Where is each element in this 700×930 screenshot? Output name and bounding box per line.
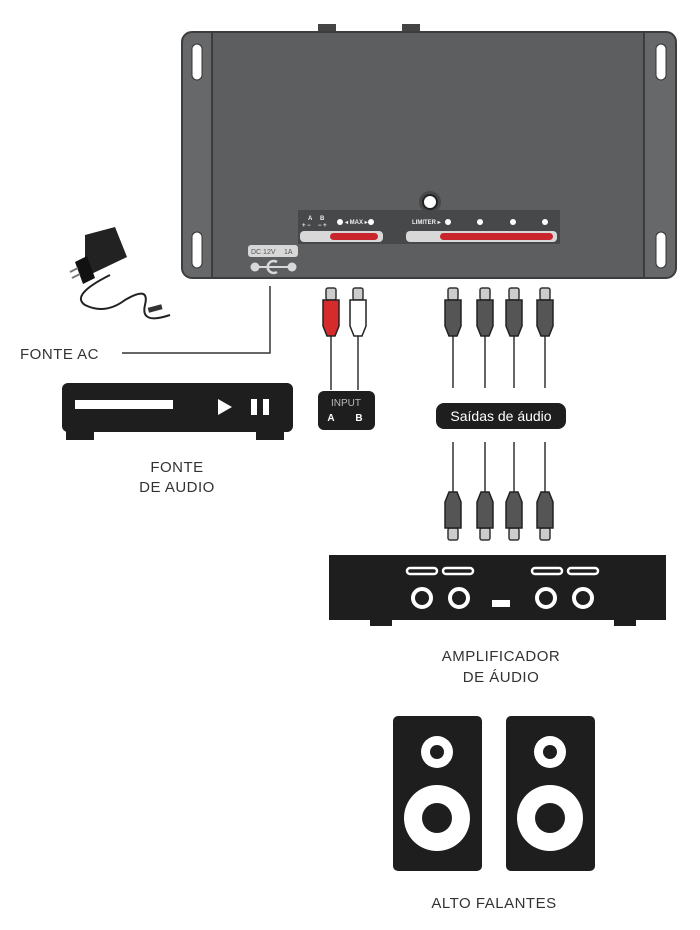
limiter-label: LIMITER ▸ xyxy=(412,220,442,226)
amplifier-icon xyxy=(329,555,666,626)
audio-source-player-icon xyxy=(62,383,293,440)
led xyxy=(368,219,374,225)
top-knob xyxy=(318,24,336,34)
rca-plug-red xyxy=(322,287,340,337)
input-b-tag: B xyxy=(355,413,362,424)
speaker-left-icon xyxy=(393,716,482,871)
mount-slot xyxy=(191,231,203,269)
top-knob xyxy=(402,24,420,34)
input-title: INPUT xyxy=(331,398,361,409)
led xyxy=(510,219,516,225)
jack-socket-hole xyxy=(422,194,438,210)
led xyxy=(477,219,483,225)
dc-label-box xyxy=(248,245,298,257)
amplifier-label-line2: DE ÁUDIO xyxy=(463,669,540,686)
polarity-b: − + xyxy=(318,223,327,229)
speaker-right-icon xyxy=(506,716,595,871)
max-label: ◂ MAX ▸ xyxy=(344,220,369,226)
mount-slot xyxy=(655,43,667,81)
input-label-box xyxy=(318,391,375,430)
power-adapter-icon xyxy=(69,227,171,320)
dc-connector-icon xyxy=(250,259,297,275)
input-a-tag: A xyxy=(327,413,334,424)
amplifier-label-line1: AMPLIFICADOR xyxy=(442,648,561,665)
led xyxy=(542,219,548,225)
play-icon xyxy=(218,399,232,415)
limiter-level-bar xyxy=(440,233,553,240)
audio-source-label-line2: DE AUDIO xyxy=(139,479,215,496)
input-b-label: B xyxy=(320,216,325,222)
input-a-label: A xyxy=(308,216,313,222)
audio-output-cables xyxy=(444,287,554,541)
dc-label: DC 12V xyxy=(251,249,276,256)
polarity-a: + − xyxy=(302,223,311,229)
current-label: 1A xyxy=(284,249,293,256)
rca-plug-white xyxy=(349,287,367,337)
input-level-bar xyxy=(330,233,378,240)
power-source-label: FONTE AC xyxy=(20,346,99,363)
power-cable-line xyxy=(122,286,271,354)
outputs-label: Saídas de áudio xyxy=(450,408,551,424)
led xyxy=(445,219,451,225)
rca-input-cables xyxy=(322,287,367,390)
mount-slot xyxy=(191,43,203,81)
mount-slot xyxy=(655,231,667,269)
outputs-label-box xyxy=(436,403,566,429)
pause-icon xyxy=(251,399,257,415)
audio-source-label-line1: FONTE xyxy=(150,459,203,476)
led xyxy=(337,219,343,225)
audio-processor-device: A B + − − + ◂ MAX ▸ LIMITER ▸ DC 12V 1A xyxy=(181,24,677,279)
speakers-label: ALTO FALANTES xyxy=(431,895,556,912)
